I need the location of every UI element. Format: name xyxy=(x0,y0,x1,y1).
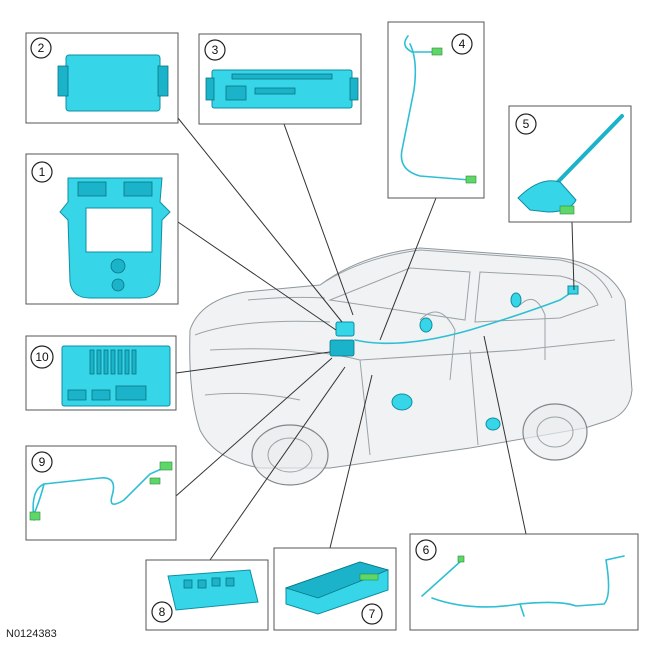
callout-7: 7 xyxy=(369,607,376,621)
component-box-1: 1 xyxy=(25,153,179,305)
callout-8: 8 xyxy=(159,605,166,619)
callout-1: 1 xyxy=(39,165,46,179)
callout-3: 3 xyxy=(212,43,219,57)
callout-6: 6 xyxy=(423,543,430,557)
callout-2: 2 xyxy=(38,41,45,55)
callout-10: 10 xyxy=(35,350,49,364)
component-box-3: 3 xyxy=(198,33,362,125)
component-box-6: 6 xyxy=(409,533,639,631)
callout-9: 9 xyxy=(39,455,46,469)
leader-lines xyxy=(175,117,575,561)
vehicle-phantom xyxy=(189,247,633,486)
component-box-4: 4 xyxy=(387,21,485,199)
component-box-10: 10 xyxy=(25,335,177,411)
callout-4: 4 xyxy=(459,37,466,51)
component-box-7: 7 xyxy=(273,547,397,631)
component-box-8: 8 xyxy=(145,559,269,631)
component-box-5: 5 xyxy=(508,105,632,223)
figure-id-label: N0124383 xyxy=(6,628,57,640)
component-box-9: 9 xyxy=(25,445,177,541)
amp-heatsink xyxy=(89,349,137,375)
component-box-2: 2 xyxy=(25,32,179,124)
callout-5: 5 xyxy=(523,117,530,131)
